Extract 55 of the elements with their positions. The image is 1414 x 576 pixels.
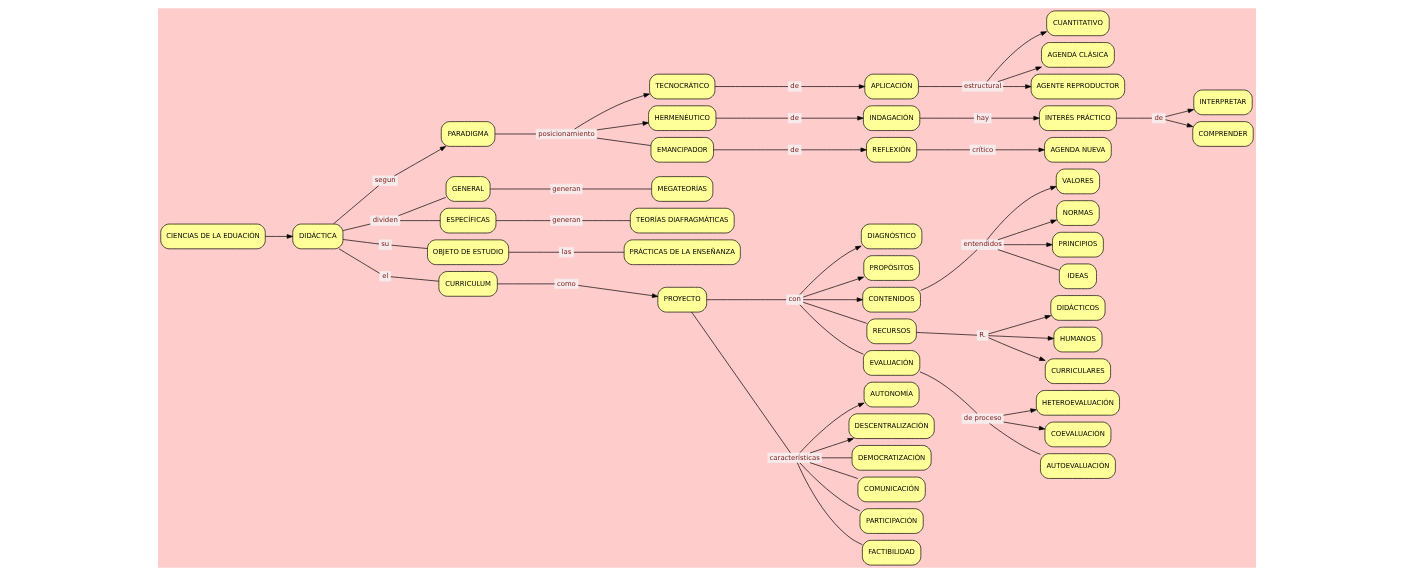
connector	[989, 423, 1041, 455]
connector	[799, 304, 864, 355]
arrow	[799, 245, 862, 295]
arrow	[577, 285, 659, 298]
connector	[714, 86, 789, 87]
arrow	[596, 121, 649, 131]
arrow	[986, 31, 1047, 82]
connector	[497, 283, 555, 285]
arrow	[1002, 84, 1032, 89]
connector	[338, 248, 380, 274]
connector	[691, 311, 791, 454]
arrow	[986, 186, 1057, 241]
connector	[342, 223, 371, 231]
connector	[916, 332, 978, 336]
connector	[399, 220, 441, 221]
arrow	[801, 115, 864, 121]
connector	[920, 249, 978, 291]
connector	[333, 185, 380, 225]
arrow	[801, 84, 866, 89]
arrow	[802, 297, 863, 302]
arrow	[988, 337, 1046, 361]
arrow	[997, 66, 1042, 83]
connector	[1116, 117, 1153, 119]
connector	[342, 239, 380, 245]
arrow	[802, 276, 864, 298]
connector	[919, 371, 978, 414]
connector	[713, 149, 789, 151]
arrow	[394, 146, 447, 177]
connector	[398, 197, 447, 217]
connector	[997, 249, 1060, 271]
arrow	[574, 93, 650, 130]
connector	[918, 86, 963, 87]
connector	[390, 276, 440, 282]
connector	[596, 137, 652, 146]
arrow	[801, 147, 867, 153]
arrow	[1003, 421, 1046, 431]
arrow	[1003, 242, 1053, 247]
arrow	[988, 335, 1054, 341]
arrow	[995, 147, 1045, 153]
arrow	[809, 438, 854, 454]
arrow	[265, 234, 293, 239]
arrow	[1165, 108, 1194, 117]
connector	[797, 462, 863, 545]
arrow	[991, 115, 1040, 121]
connector	[495, 220, 551, 221]
connector	[391, 244, 428, 249]
connector	[809, 462, 859, 479]
connector	[581, 220, 631, 221]
connector	[799, 462, 861, 512]
arrow	[799, 402, 865, 454]
connector	[581, 188, 652, 190]
arrow	[997, 219, 1057, 241]
arrow	[988, 315, 1052, 335]
arrow	[1165, 119, 1194, 128]
arrow	[1003, 408, 1037, 416]
